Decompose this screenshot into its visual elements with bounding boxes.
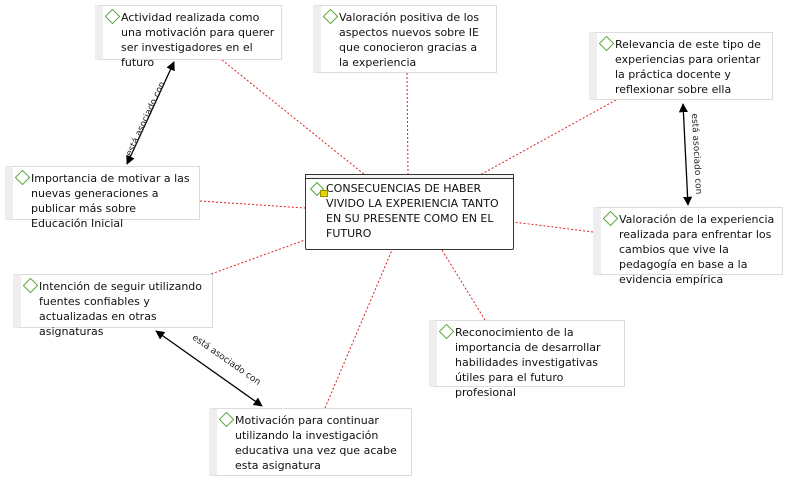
memo-icon	[320, 190, 328, 197]
node-valoracion-positiva[interactable]: Valoración positiva de los aspectos nuev…	[313, 5, 497, 73]
node-intencion[interactable]: Intención de seguir utilizando fuentes c…	[13, 274, 213, 338]
node-reconocimiento[interactable]: Reconocimiento de la importancia de desa…	[429, 320, 625, 399]
central-label: CONSECUENCIAS DE HABER VIVIDO LA EXPERIE…	[326, 182, 499, 240]
node-label: Relevancia de este tipo de experiencias …	[615, 38, 761, 96]
relation-arrow-actividad-importancia	[126, 61, 175, 165]
relation-label-2: está asociado con	[689, 113, 703, 194]
node-motivacion[interactable]: Motivación para continuar utilizando la …	[209, 408, 412, 476]
relation-arrow-relevancia-valoracion	[678, 103, 693, 206]
node-label: Actividad realizada como una motivación …	[121, 11, 275, 69]
link-central-importancia	[199, 200, 306, 209]
link-central-valoracion-experiencia	[512, 221, 594, 233]
node-label: Importancia de motivar a las nuevas gene…	[31, 172, 190, 230]
node-label: Reconocimiento de la importancia de desa…	[455, 326, 601, 399]
node-label: Valoración de la experiencia realizada p…	[619, 213, 775, 286]
link-central-intencion	[199, 239, 306, 279]
node-relevancia[interactable]: Relevancia de este tipo de experiencias …	[589, 32, 773, 100]
link-central-motivacion	[324, 249, 393, 409]
relation-label-1: está asociado con	[125, 80, 168, 158]
node-valoracion-experiencia[interactable]: Valoración de la experiencia realizada p…	[593, 207, 783, 286]
node-label: Valoración positiva de los aspectos nuev…	[339, 11, 480, 69]
link-central-relevancia	[479, 99, 617, 176]
link-central-reconocimiento	[441, 249, 486, 321]
central-title-bar	[305, 174, 514, 179]
node-actividad[interactable]: Actividad realizada como una motivación …	[95, 5, 282, 69]
node-label: Motivación para continuar utilizando la …	[235, 414, 397, 472]
relation-arrow-intencion-motivacion	[155, 330, 263, 407]
link-central-actividad	[221, 59, 366, 176]
link-central-valoracion-positiva	[406, 72, 409, 176]
node-label: Intención de seguir utilizando fuentes c…	[39, 280, 202, 338]
node-importancia[interactable]: Importancia de motivar a las nuevas gene…	[5, 166, 200, 230]
relation-label-3: está asociado con	[190, 333, 262, 388]
central-concept[interactable]: CONSECUENCIAS DE HABER VIVIDO LA EXPERIE…	[305, 174, 514, 250]
